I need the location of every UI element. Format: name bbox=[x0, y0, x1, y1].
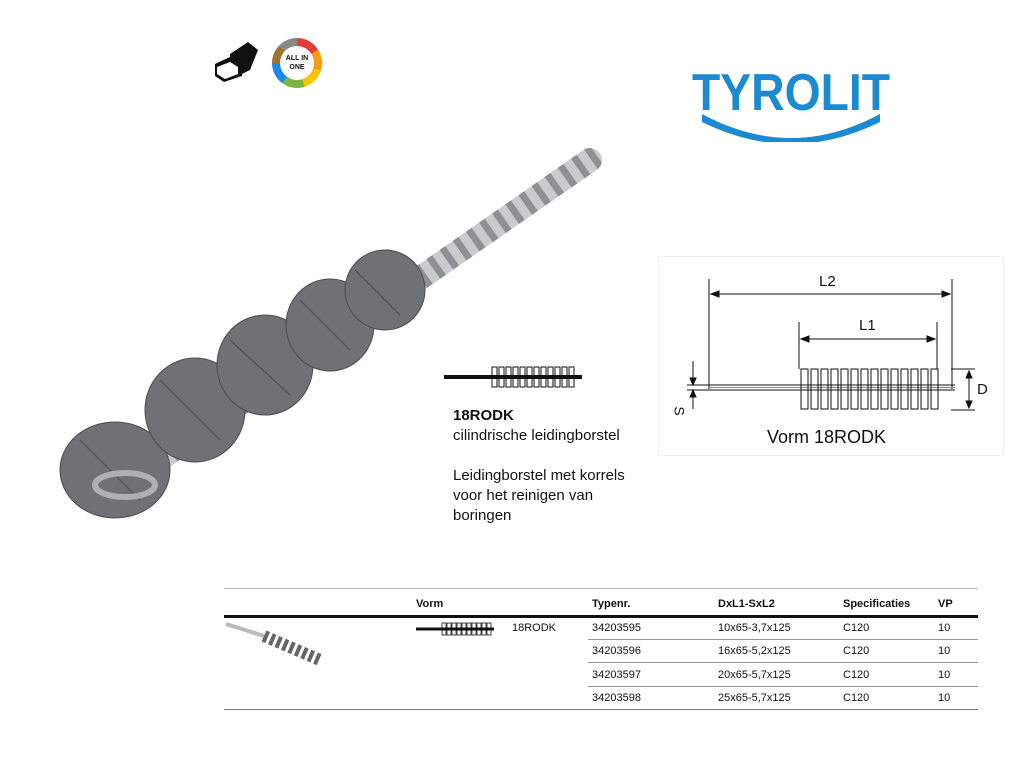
header-vp: VP bbox=[938, 598, 953, 610]
product-code: 18RODK bbox=[453, 407, 514, 424]
header-vorm: Vorm bbox=[416, 598, 444, 610]
header-dims: DxL1-SxL2 bbox=[718, 598, 775, 610]
drawing-caption: Vorm 18RODK bbox=[767, 427, 887, 447]
shape-symbol bbox=[444, 366, 582, 388]
header-typenr: Typenr. bbox=[592, 598, 631, 610]
label-d: D bbox=[977, 381, 988, 398]
vorm-label: 18RODK bbox=[512, 622, 557, 634]
header-spec: Specificaties bbox=[843, 598, 911, 610]
shape-symbol-small bbox=[416, 622, 494, 636]
product-description: Leidingborstel met korrels voor het rein… bbox=[453, 467, 625, 524]
product-subtitle: cilindrische leidingborstel bbox=[453, 427, 620, 444]
brush-thumbnail bbox=[225, 622, 323, 666]
gloves-icon bbox=[215, 42, 258, 82]
label-l2: L2 bbox=[819, 273, 836, 290]
label-l1: L1 bbox=[859, 317, 876, 334]
technical-drawing: L2 L1 D S Vorm 18RODK bbox=[658, 256, 1004, 456]
svg-text:TYROLIT: TYROLIT bbox=[692, 64, 890, 122]
all-in-one-icon: ALL IN ONE bbox=[272, 38, 322, 88]
tyrolit-logo: TYROLIT bbox=[692, 64, 890, 142]
label-s: S bbox=[671, 406, 688, 416]
brush-image bbox=[59, 148, 602, 519]
